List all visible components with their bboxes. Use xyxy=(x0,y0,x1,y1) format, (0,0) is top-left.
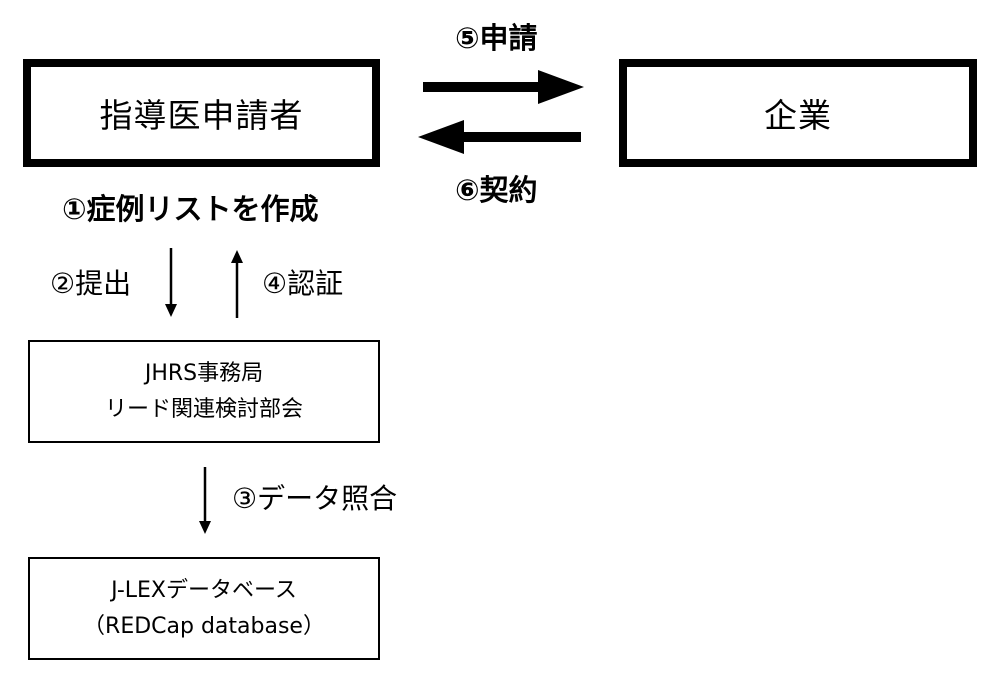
office-box: JHRS事務局 リード関連検討部会 xyxy=(28,340,380,443)
verify-arrow xyxy=(199,467,211,534)
step-4-label: ④認証 xyxy=(262,267,344,300)
step-6-label: ⑥契約 xyxy=(455,173,538,207)
step-2-label: ②提出 xyxy=(50,267,132,300)
certify-arrow xyxy=(231,250,243,318)
office-line-1: JHRS事務局 xyxy=(144,360,264,386)
database-text: J-LEXデータベース （REDCap database） xyxy=(83,573,325,645)
office-text: JHRS事務局 リード関連検討部会 xyxy=(105,356,303,428)
company-label: 企業 xyxy=(764,96,832,135)
applicant-box: 指導医申請者 xyxy=(23,59,380,167)
step-1-label: ①症例リストを作成 xyxy=(62,192,319,226)
contract-arrow xyxy=(418,120,581,154)
company-box: 企業 xyxy=(619,59,977,167)
step-5-label: ⑤申請 xyxy=(455,21,538,55)
database-line-1: J-LEXデータベース xyxy=(111,577,297,603)
database-line-2: （REDCap database） xyxy=(83,613,325,639)
step-3-label: ③データ照合 xyxy=(232,482,398,515)
database-box: J-LEXデータベース （REDCap database） xyxy=(28,557,380,660)
submit-arrow xyxy=(165,248,177,317)
applicant-label: 指導医申請者 xyxy=(99,96,304,135)
apply-arrow xyxy=(423,70,584,104)
office-line-2: リード関連検討部会 xyxy=(104,396,303,422)
